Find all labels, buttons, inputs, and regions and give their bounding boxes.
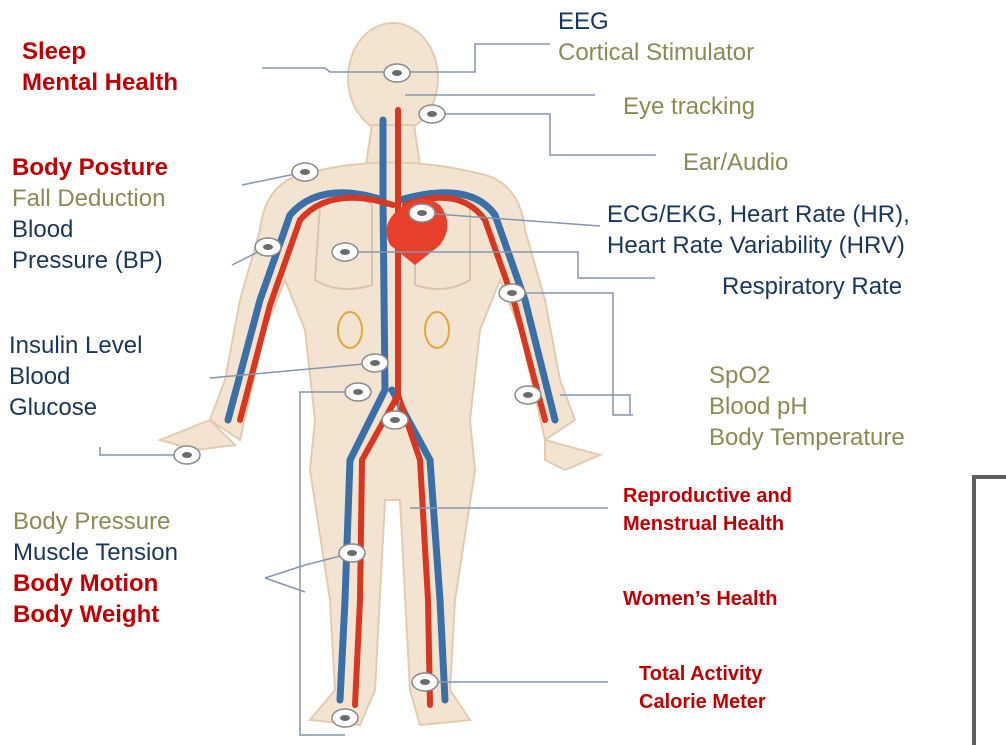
label-mental-health: Mental Health bbox=[22, 67, 178, 98]
label-group-sleep: Sleep Mental Health bbox=[22, 36, 178, 98]
label-spo2: SpO2 bbox=[709, 360, 905, 391]
label-blood-2: Blood bbox=[9, 361, 142, 392]
label-reproductive-line2: Menstrual Health bbox=[623, 510, 792, 538]
label-ecg-line2: Heart Rate Variability (HRV) bbox=[607, 230, 910, 261]
label-group-insulin: Insulin Level Blood Glucose bbox=[9, 330, 142, 423]
label-eye-tracking: Eye tracking bbox=[623, 91, 755, 122]
label-group-eeg: EEG Cortical Stimulator bbox=[558, 6, 754, 68]
label-group-activity: Total Activity Calorie Meter bbox=[639, 660, 766, 716]
label-blood-ph: Blood pH bbox=[709, 391, 905, 422]
label-womens-health: Women’s Health bbox=[623, 585, 777, 613]
label-insulin-level: Insulin Level bbox=[9, 330, 142, 361]
label-muscle-tension: Muscle Tension bbox=[13, 537, 178, 568]
label-group-ecg: ECG/EKG, Heart Rate (HR), Heart Rate Var… bbox=[607, 199, 910, 261]
label-body-pressure: Body Pressure bbox=[13, 506, 178, 537]
label-ecg-line1: ECG/EKG, Heart Rate (HR), bbox=[607, 199, 910, 230]
partial-frame bbox=[972, 475, 1006, 745]
label-group-posture: Body Posture Fall Deduction Blood Pressu… bbox=[12, 152, 168, 276]
label-total-activity: Total Activity bbox=[639, 660, 766, 688]
label-body-weight: Body Weight bbox=[13, 599, 178, 630]
label-group-spo2: SpO2 Blood pH Body Temperature bbox=[709, 360, 905, 453]
label-cortical-stimulator: Cortical Stimulator bbox=[558, 37, 754, 68]
label-group-reproductive: Reproductive and Menstrual Health bbox=[623, 482, 792, 538]
label-sleep: Sleep bbox=[22, 36, 178, 67]
label-group-body-pressure: Body Pressure Muscle Tension Body Motion… bbox=[13, 506, 178, 630]
label-ear-audio: Ear/Audio bbox=[683, 147, 788, 178]
label-body-temperature: Body Temperature bbox=[709, 422, 905, 453]
label-respiratory-rate: Respiratory Rate bbox=[722, 271, 902, 302]
label-reproductive-line1: Reproductive and bbox=[623, 482, 792, 510]
label-body-motion: Body Motion bbox=[13, 568, 178, 599]
label-blood: Blood bbox=[12, 214, 168, 245]
label-calorie-meter: Calorie Meter bbox=[639, 688, 766, 716]
label-body-posture: Body Posture bbox=[12, 152, 168, 183]
label-pressure-bp: Pressure (BP) bbox=[12, 245, 168, 276]
label-eeg: EEG bbox=[558, 6, 754, 37]
label-glucose: Glucose bbox=[9, 392, 142, 423]
label-fall-deduction: Fall Deduction bbox=[12, 183, 168, 214]
